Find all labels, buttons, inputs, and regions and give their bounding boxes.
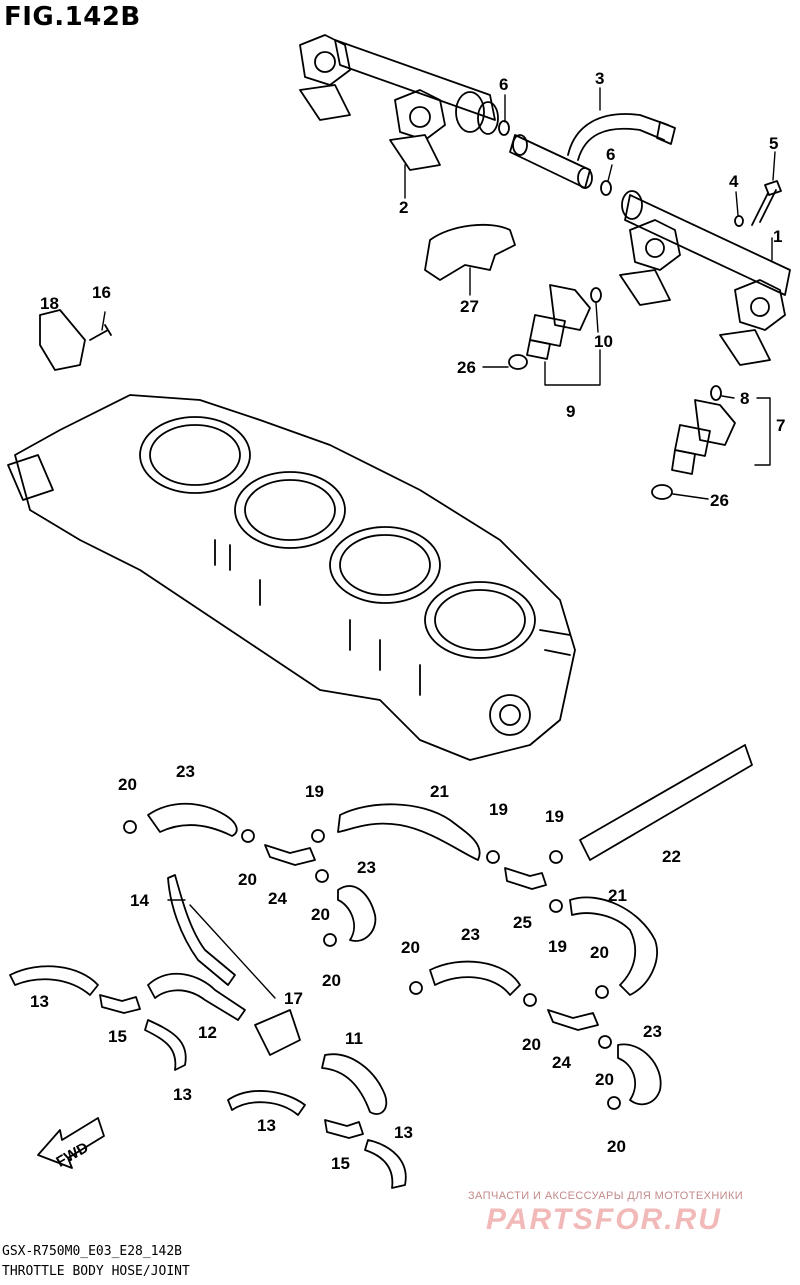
leader-lines [101, 87, 776, 999]
hose-13-a [9, 965, 99, 996]
part-label: 13 [257, 1116, 276, 1135]
part-label: 6 [606, 145, 615, 164]
fuel-hose [567, 113, 676, 161]
part-label: 15 [108, 1027, 127, 1046]
part-label: 2 [399, 198, 408, 217]
part-label: 5 [769, 134, 778, 153]
joint-pipe [509, 134, 593, 189]
fuel-injector-upper [526, 284, 591, 360]
part-label: 12 [198, 1023, 217, 1042]
part-label: 3 [595, 69, 604, 88]
part-label: 9 [566, 402, 575, 421]
part-label: 14 [130, 891, 149, 910]
part-label: 20 [311, 905, 330, 924]
injector-seal-lower [651, 484, 673, 500]
part-label: 22 [662, 847, 681, 866]
watermark-logo: PARTSFOR.RU [486, 1203, 722, 1236]
part-label: 20 [118, 775, 137, 794]
part-label: 15 [331, 1154, 350, 1173]
part-label: 19 [545, 807, 564, 826]
part-label: 23 [176, 762, 195, 781]
part-label: 13 [30, 992, 49, 1011]
part-label: 8 [740, 389, 749, 408]
washer [734, 215, 744, 227]
fuel-delivery-pipe-upper [299, 34, 499, 171]
part-label: 20 [607, 1137, 626, 1156]
joint-24-b [547, 1009, 599, 1031]
part-label: 19 [548, 937, 567, 956]
joint-25 [504, 867, 547, 890]
part-label: 11 [345, 1029, 363, 1048]
part-label: 24 [552, 1053, 571, 1072]
joint-24-a [264, 844, 316, 866]
hose-12 [147, 972, 246, 1021]
drawing-caption: THROTTLE BODY HOSE/JOINT [2, 1264, 190, 1279]
part-label: 20 [590, 943, 609, 962]
part-label: 6 [499, 75, 508, 94]
part-label: 17 [284, 989, 303, 1008]
fuel-injector-lower [671, 399, 736, 475]
part-label: 23 [643, 1022, 662, 1041]
hose-13-c [227, 1090, 306, 1116]
fuel-delivery-pipe-lower [619, 190, 791, 366]
part-label: 21 [608, 886, 627, 905]
hose-13-b [144, 1019, 187, 1071]
figure-title: FIG.142B [4, 2, 141, 32]
fwd-label: FWD [53, 1139, 91, 1171]
part-label: 20 [238, 870, 257, 889]
part-label: 21 [430, 782, 449, 801]
part-label: 26 [710, 491, 729, 510]
hose-23-b [337, 885, 377, 942]
injector-o-ring-upper [590, 287, 602, 303]
injector-o-ring-lower [710, 385, 722, 401]
sensor-screw [89, 324, 112, 341]
part-label: 20 [522, 1035, 541, 1054]
part-label: 1 [773, 227, 782, 246]
cushion [424, 223, 516, 281]
joint-15-a [99, 994, 141, 1014]
part-label: 13 [173, 1085, 192, 1104]
part-label: 24 [268, 889, 287, 908]
part-label: 27 [460, 297, 479, 316]
hose-21-b [569, 896, 658, 996]
joint-17 [254, 1009, 301, 1056]
part-label: 25 [513, 913, 532, 932]
part-label: 20 [322, 971, 341, 990]
drawing-code: GSX-R750M0_E03_E28_142B [2, 1244, 183, 1259]
fwd-arrow-icon [37, 1117, 105, 1169]
part-label: 19 [489, 800, 508, 819]
part-label: 13 [394, 1123, 413, 1142]
throttle-body-assembly [7, 394, 576, 761]
part-label: 16 [92, 283, 111, 302]
part-label: 7 [776, 416, 785, 435]
hose-13-d [364, 1139, 407, 1189]
part-label: 20 [595, 1070, 614, 1089]
bolt [751, 180, 782, 226]
hose-23-c [429, 960, 521, 996]
o-ring-upper [498, 120, 510, 136]
part-label: 19 [305, 782, 324, 801]
hose-21-a [337, 803, 481, 861]
part-label: 10 [594, 332, 613, 351]
hose-14 [167, 874, 236, 986]
part-label: 20 [401, 938, 420, 957]
part-label: 23 [357, 858, 376, 877]
part-label: 18 [40, 294, 59, 313]
hose-23-d [617, 1043, 662, 1106]
part-label: 4 [729, 172, 739, 191]
sensor [39, 309, 86, 371]
part-label: 26 [457, 358, 476, 377]
joint-15-b [324, 1119, 364, 1139]
injector-seal-upper [508, 354, 528, 370]
part-number-labels: 1 2 3 4 5 6 6 7 8 9 10 11 12 13 13 13 13… [30, 69, 785, 1173]
part-label: 23 [461, 925, 480, 944]
hose-clamps [123, 820, 621, 1110]
hose-22 [579, 744, 753, 861]
o-ring-lower [600, 180, 612, 196]
hose-23-a [147, 802, 238, 837]
hose-11 [321, 1053, 388, 1115]
watermark-tagline: ЗАПЧАСТИ И АКСЕССУАРЫ ДЛЯ МОТОТЕХНИКИ [468, 1190, 744, 1202]
